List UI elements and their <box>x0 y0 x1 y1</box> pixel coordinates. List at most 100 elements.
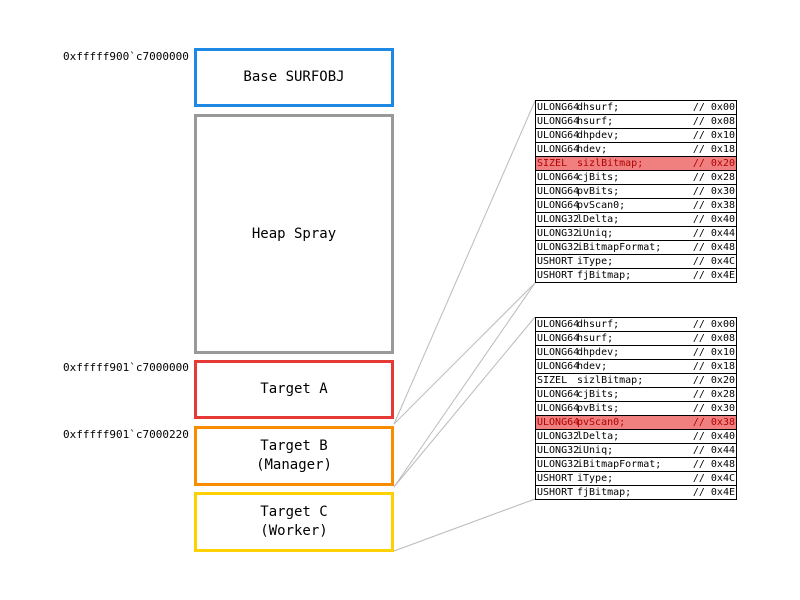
field-name: dhpdev; <box>577 347 620 358</box>
field-offset: // 0x38 <box>692 417 735 428</box>
base-surfobj-block: Base SURFOBJ <box>194 48 394 107</box>
field-type: ULONG64 <box>537 403 580 414</box>
field-type: ULONG64 <box>537 130 580 141</box>
field-type: ULONG32 <box>537 431 580 442</box>
field-name: pvBits; <box>577 403 620 414</box>
field-offset: // 0x44 <box>692 228 735 239</box>
field-offset: // 0x38 <box>692 200 735 211</box>
field-name: hsurf; <box>577 333 614 344</box>
field-type: ULONG32 <box>537 228 580 239</box>
field-name: iBitmapFormat; <box>577 459 662 470</box>
field-name: hsurf; <box>577 116 614 127</box>
field-name: fjBitmap; <box>577 270 632 281</box>
field-type: ULONG64 <box>537 102 580 113</box>
field-type: ULONG32 <box>537 445 580 456</box>
field-name: cjBits; <box>577 389 620 400</box>
field-offset: // 0x20 <box>692 158 735 169</box>
field-type: ULONG32 <box>537 459 580 470</box>
field-name: iType; <box>577 473 614 484</box>
field-name: sizlBitmap; <box>577 158 644 169</box>
field-offset: // 0x40 <box>692 431 735 442</box>
field-offset: // 0x08 <box>692 333 735 344</box>
field-name: iUniq; <box>577 445 614 456</box>
field-offset: // 0x08 <box>692 116 735 127</box>
field-name: fjBitmap; <box>577 487 632 498</box>
field-offset: // 0x28 <box>692 172 735 183</box>
field-offset: // 0x28 <box>692 389 735 400</box>
field-name: dhsurf; <box>577 319 620 330</box>
field-name: sizlBitmap; <box>577 375 644 386</box>
field-type: USHORT <box>537 473 574 484</box>
field-type: ULONG64 <box>537 333 580 344</box>
field-offset: // 0x48 <box>692 242 735 253</box>
field-name: iUniq; <box>577 228 614 239</box>
field-type: USHORT <box>537 487 574 498</box>
field-type: ULONG64 <box>537 389 580 400</box>
field-type: ULONG64 <box>537 361 580 372</box>
field-name: pvScan0; <box>577 200 626 211</box>
connector-target-b-bottom <box>393 282 536 488</box>
heap-spray-label: Heap Spray <box>251 225 337 242</box>
field-type: ULONG64 <box>537 417 580 428</box>
field-offset: // 0x10 <box>692 347 735 358</box>
field-name: hdev; <box>577 361 608 372</box>
target-c-label: Target C (Worker) <box>260 504 328 539</box>
field-type: ULONG64 <box>537 200 580 211</box>
target-b-block: Target B (Manager) <box>194 426 394 486</box>
field-name: cjBits; <box>577 172 620 183</box>
field-offset: // 0x48 <box>692 459 735 470</box>
field-offset: // 0x4E <box>692 270 735 281</box>
base-surfobj-label: Base SURFOBJ <box>243 69 345 85</box>
field-offset: // 0x18 <box>692 361 735 372</box>
heap-spray-block: Heap Spray <box>194 114 394 354</box>
field-type: ULONG64 <box>537 319 580 330</box>
field-offset: // 0x30 <box>692 186 735 197</box>
field-type: ULONG32 <box>537 214 580 225</box>
field-type: ULONG64 <box>537 172 580 183</box>
field-type: ULONG64 <box>537 116 580 127</box>
connector-target-c <box>393 498 536 552</box>
field-offset: // 0x40 <box>692 214 735 225</box>
field-name: pvScan0; <box>577 417 626 428</box>
field-type: ULONG64 <box>537 186 580 197</box>
field-offset: // 0x30 <box>692 403 735 414</box>
field-offset: // 0x44 <box>692 445 735 456</box>
field-offset: // 0x20 <box>692 375 735 386</box>
field-type: USHORT <box>537 256 574 267</box>
address-target-b: 0xfffff901`c7000220 <box>63 428 189 441</box>
field-type: USHORT <box>537 270 574 281</box>
connector-target-a-top <box>393 100 536 425</box>
connector-target-b-top <box>393 316 536 488</box>
field-name: dhsurf; <box>577 102 620 113</box>
field-type: ULONG64 <box>537 144 580 155</box>
target-c-block: Target C (Worker) <box>194 492 394 552</box>
field-type: ULONG64 <box>537 347 580 358</box>
field-offset: // 0x18 <box>692 144 735 155</box>
field-offset: // 0x10 <box>692 130 735 141</box>
field-name: iBitmapFormat; <box>577 242 662 253</box>
field-name: lDelta; <box>577 214 620 225</box>
